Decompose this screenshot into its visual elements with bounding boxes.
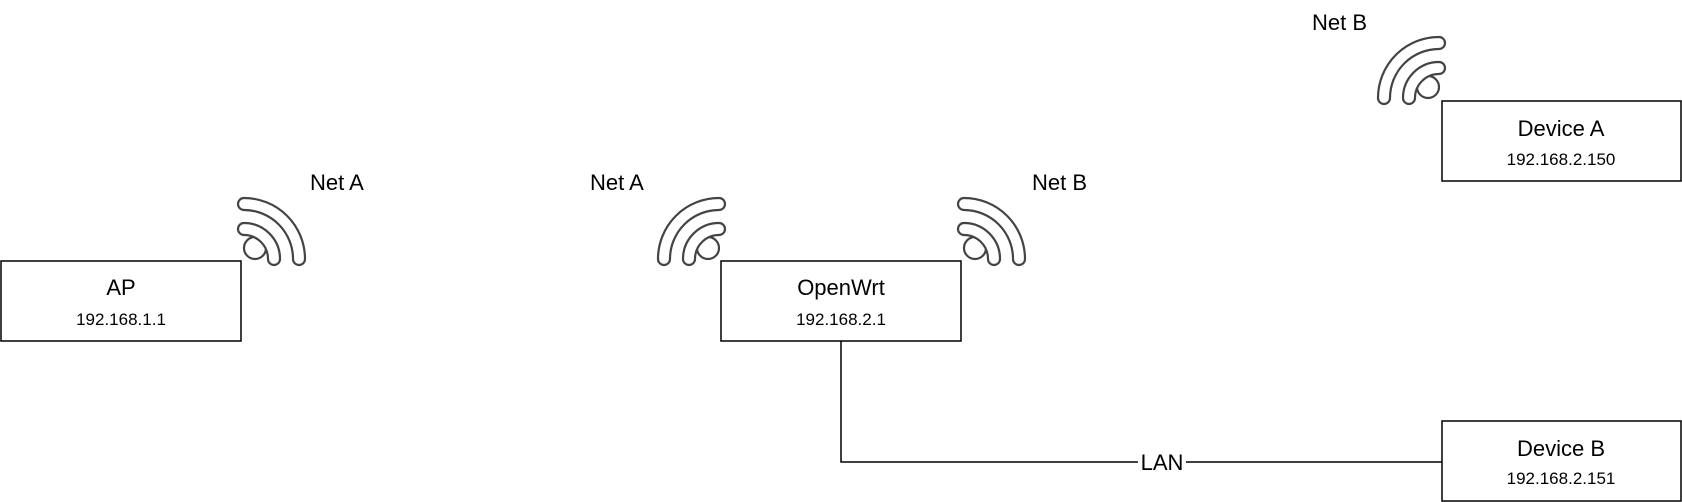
wifi-icon [1376,35,1447,106]
lan-cable [840,341,1138,463]
ap-title: AP [106,275,135,300]
wifi-icon [236,196,307,267]
ap-node[interactable]: AP 192.168.1.1 [0,260,242,342]
openwrt-net-a-label: Net A [590,170,644,195]
device-b-box [1441,420,1682,502]
device-a-ip: 192.168.2.150 [1507,150,1616,169]
device-b-title: Device B [1517,436,1605,461]
wifi-icon [656,196,727,267]
ap-net-label: Net A [310,170,364,195]
device-b-node[interactable]: Device B 192.168.2.151 [1441,420,1682,502]
openwrt-net-b-label: Net B [1032,170,1087,195]
openwrt-node[interactable]: OpenWrt 192.168.2.1 [720,260,962,342]
device-a-net-label: Net B [1312,10,1367,35]
device-a-box [1441,100,1682,182]
lan-link: LAN [840,341,1442,475]
wifi-icon [956,196,1027,267]
device-a-title: Device A [1518,116,1605,141]
device-b-ip: 192.168.2.151 [1507,469,1616,488]
ap-box [0,260,242,342]
lan-label: LAN [1141,450,1184,475]
openwrt-ip: 192.168.2.1 [796,310,886,329]
openwrt-box [720,260,962,342]
ap-ip: 192.168.1.1 [76,310,166,329]
device-a-node[interactable]: Device A 192.168.2.150 [1441,100,1682,182]
openwrt-title: OpenWrt [797,275,885,300]
